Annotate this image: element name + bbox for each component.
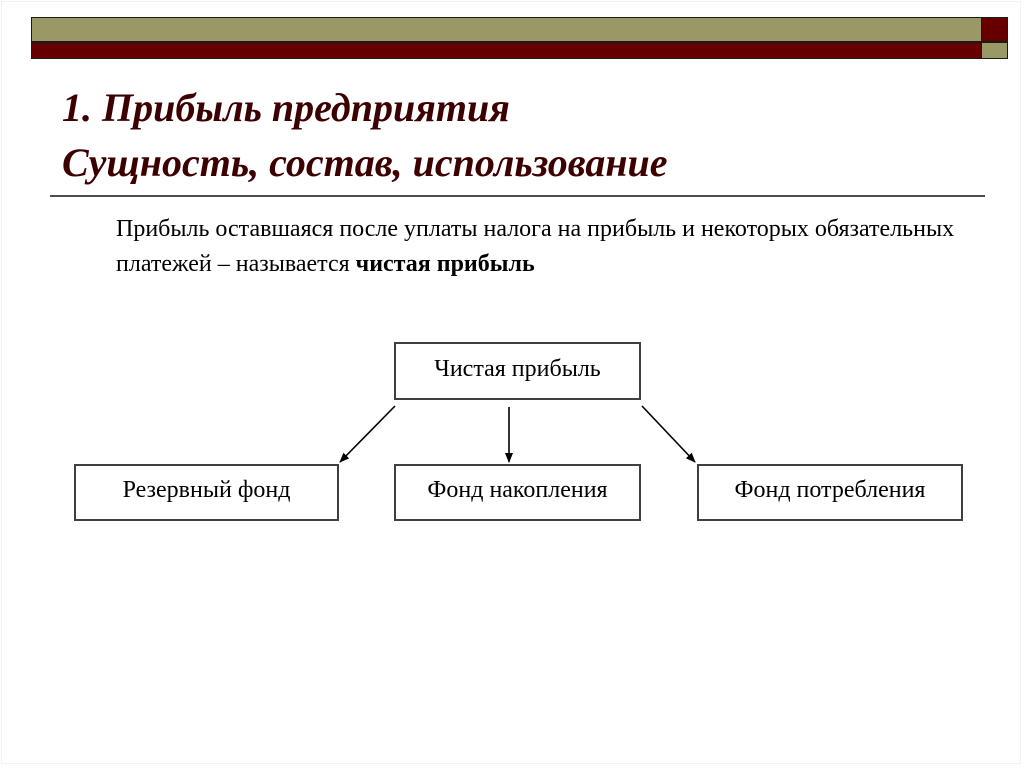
node-net-profit: Чистая прибыль — [394, 342, 641, 400]
node-consumption-fund: Фонд потребления — [697, 464, 963, 521]
node-label: Фонд накопления — [427, 477, 608, 503]
node-label: Чистая прибыль — [434, 355, 601, 382]
title-line-2: Сущность, состав, использование — [62, 140, 668, 185]
node-label: Резервный фонд — [122, 477, 291, 503]
node-accumulation-fund: Фонд накопления — [394, 464, 641, 521]
header-block-olive — [981, 42, 1008, 59]
node-label: Фонд потребления — [734, 477, 926, 503]
slide-title: 1. Прибыль предприятия Сущность, состав,… — [62, 80, 668, 190]
header-bar-olive — [31, 17, 982, 42]
definition-paragraph: Прибыль оставшаяся после уплаты налога н… — [116, 212, 966, 282]
arrow-to-consumption-fund — [641, 405, 696, 463]
node-reserve-fund: Резервный фонд — [74, 464, 339, 521]
arrow-to-reserve-fund — [339, 405, 396, 463]
title-line-1: 1. Прибыль предприятия — [62, 85, 510, 130]
definition-text: Прибыль оставшаяся после уплаты налога н… — [116, 216, 955, 277]
header-bar-red — [31, 42, 982, 59]
title-divider — [50, 195, 985, 197]
definition-term: чистая прибыль — [355, 251, 535, 277]
header-block-red — [981, 17, 1008, 42]
